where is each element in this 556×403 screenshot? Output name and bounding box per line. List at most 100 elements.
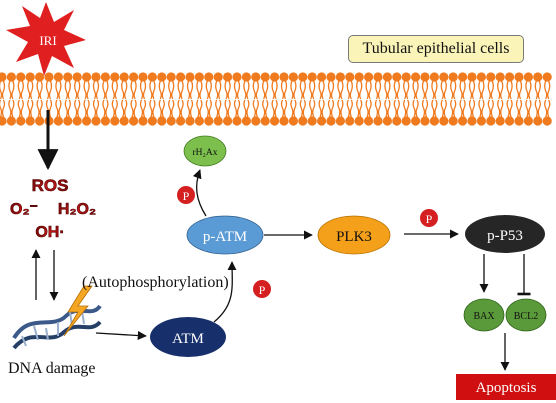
lipid-head	[213, 72, 223, 82]
lipid-tail	[421, 99, 429, 118]
lipid-head	[53, 116, 64, 126]
lipid-head	[44, 72, 54, 82]
lipid-head	[260, 72, 270, 82]
lipid-head	[542, 72, 552, 82]
lipid-head	[35, 116, 45, 126]
lipid-tail	[299, 80, 306, 100]
lipid-tail	[0, 99, 6, 118]
lipid-head	[429, 116, 439, 126]
lipid-tail	[121, 99, 128, 118]
lipid-head	[505, 72, 515, 82]
lipid-head	[354, 116, 364, 126]
iri-starburst-icon	[6, 2, 86, 76]
lipid-tail	[27, 99, 34, 118]
lipid-tail	[215, 80, 222, 100]
lipid-head	[486, 72, 496, 82]
lipid-tail	[121, 80, 128, 100]
lipid-tail	[17, 80, 24, 100]
lipid-head	[166, 116, 176, 126]
lipid-tail	[280, 99, 288, 118]
lipid-head	[166, 72, 176, 82]
lipid-head	[147, 116, 157, 126]
lipid-tail	[356, 99, 363, 118]
lipid-head	[129, 116, 139, 126]
lipid-head	[448, 116, 458, 126]
svg-text:P: P	[259, 283, 266, 297]
lipid-tail	[168, 99, 175, 118]
iri-label: IRI	[39, 33, 56, 48]
lipid-head	[110, 72, 120, 82]
lipid-head	[194, 72, 204, 82]
lipid-head	[335, 116, 345, 126]
lipid-head	[326, 116, 336, 126]
apoptosis-label: Apoptosis	[476, 380, 537, 396]
phospho-badge-atm: P	[253, 280, 271, 298]
lipid-tail	[525, 80, 532, 100]
lipid-tail	[337, 80, 344, 100]
lipid-tail	[36, 80, 43, 100]
lipid-head	[279, 116, 289, 126]
lipid-head	[307, 72, 317, 82]
lipid-head	[25, 116, 35, 126]
lipid-head	[505, 116, 515, 126]
h2ax-label: rH₂Ax	[193, 148, 218, 158]
lipid-head	[251, 72, 261, 82]
lipid-head	[411, 116, 421, 126]
lipid-head	[364, 116, 374, 126]
h2ax-node: rH₂Ax	[183, 135, 227, 167]
lipid-tail	[102, 80, 109, 100]
lipid-tail	[450, 99, 457, 118]
lipid-tail	[168, 80, 175, 100]
lipid-tail	[403, 99, 410, 118]
lipid-head	[373, 72, 383, 82]
lipid-head	[523, 116, 534, 126]
lipid-tail	[280, 80, 288, 100]
atm-node: ATM	[150, 317, 226, 357]
lipid-tail	[290, 99, 297, 118]
lipid-head	[241, 116, 251, 126]
lipid-head	[110, 116, 120, 126]
lipid-tail	[149, 80, 156, 100]
lipid-head	[72, 72, 82, 82]
lipid-tail	[271, 99, 278, 118]
lipid-head	[514, 72, 524, 82]
lipid-tail	[534, 80, 541, 100]
lipid-tail	[83, 80, 90, 100]
lipid-head	[335, 72, 345, 82]
lipid-tail	[478, 99, 485, 118]
lipid-tail	[515, 80, 523, 100]
patm-node: p-ATM	[186, 215, 264, 255]
lipid-head	[223, 72, 233, 82]
dna-damage-icon	[12, 285, 102, 350]
lipid-head	[476, 72, 486, 82]
lipid-head	[382, 72, 392, 82]
lipid-tail	[459, 80, 466, 100]
lipid-head	[157, 72, 167, 82]
lipid-head	[213, 116, 223, 126]
ros-peroxide: H₂O₂	[58, 201, 96, 218]
lipid-tail	[497, 99, 504, 118]
plk3-node: PLK3	[317, 215, 391, 255]
lipid-tail	[478, 80, 485, 100]
lipid-head	[185, 116, 195, 126]
lipid-tail	[130, 99, 137, 118]
lipid-head	[364, 72, 374, 82]
lipid-head	[495, 72, 505, 82]
ros-hydroxyl: OH·	[35, 224, 64, 241]
lipid-tail	[487, 99, 494, 118]
lipid-tail	[233, 80, 241, 100]
lipid-tail	[346, 99, 353, 118]
lipid-head	[100, 116, 110, 126]
lipid-head	[317, 72, 327, 82]
lipid-tail	[74, 80, 81, 100]
lipid-tail	[544, 99, 551, 118]
plk3-label: PLK3	[336, 229, 372, 245]
lipid-head	[298, 72, 308, 82]
lipid-tail	[243, 80, 250, 100]
lipid-tail	[149, 99, 156, 118]
lipid-tail	[74, 99, 81, 118]
lipid-tail	[139, 80, 147, 100]
lipid-tail	[327, 99, 335, 118]
autophosphorylation-label: (Autophosphorylation)	[82, 274, 229, 291]
